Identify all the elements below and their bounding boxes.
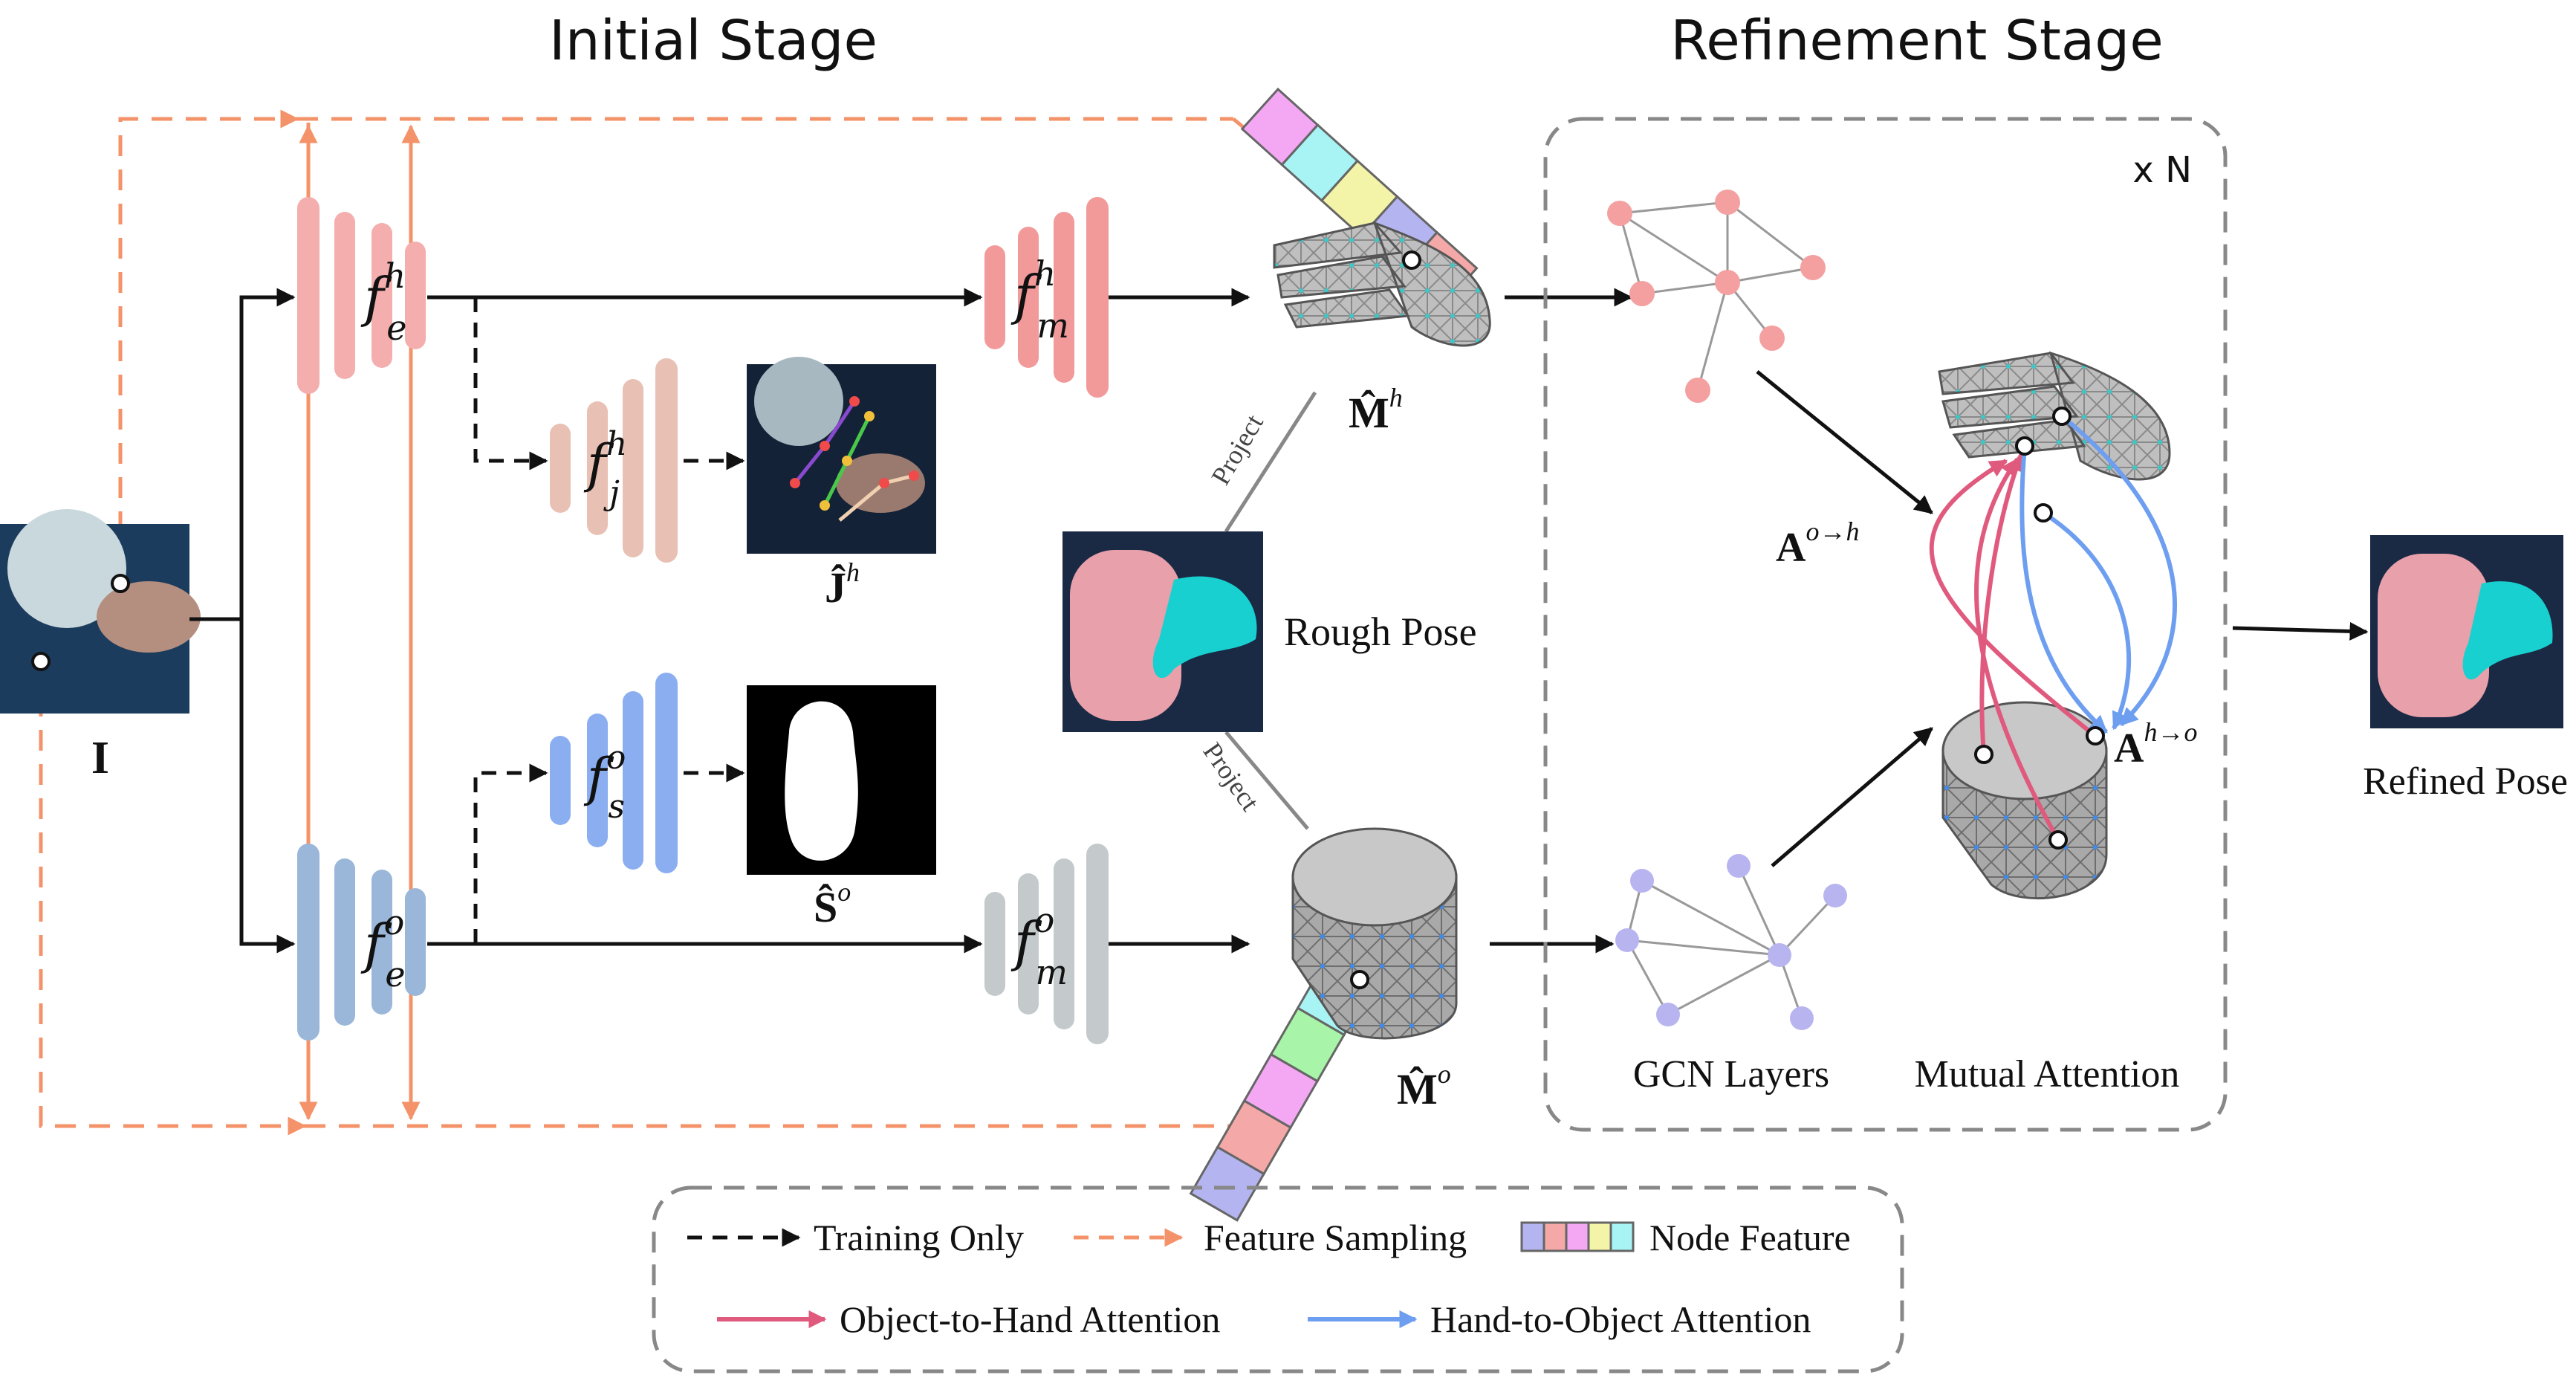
seg-output-label: Ŝo bbox=[814, 877, 851, 931]
gcn-layers-label: GCN Layers bbox=[1633, 1053, 1829, 1096]
legend-training-only: Training Only bbox=[814, 1217, 1024, 1258]
refined-pose-image bbox=[2370, 535, 2563, 728]
object-to-hand-attention bbox=[1929, 453, 2097, 841]
joint-prediction-image bbox=[747, 357, 936, 554]
legend-feature-sampling: Feature Sampling bbox=[1204, 1217, 1467, 1258]
hand-graph bbox=[1607, 190, 1826, 403]
sample-point-object bbox=[31, 652, 51, 671]
project-line-bottom bbox=[1224, 731, 1309, 830]
legend-h2o: Hand-to-Object Attention bbox=[1430, 1298, 1811, 1340]
initial-stage-title: Initial Stage bbox=[549, 9, 877, 73]
segmentation-mask-image bbox=[747, 685, 936, 875]
project-label-bottom: Project bbox=[1197, 737, 1265, 816]
hand-to-object-attention bbox=[2019, 414, 2177, 734]
input-image-label: I bbox=[91, 733, 109, 783]
mutual-attention-label: Mutual Attention bbox=[1915, 1053, 2180, 1096]
object-encoder-block bbox=[297, 844, 426, 1041]
legend-node-feature-swatch bbox=[1520, 1221, 1635, 1252]
rough-pose-image bbox=[1062, 531, 1263, 732]
object-sample-point bbox=[1350, 970, 1369, 989]
training-only-paths bbox=[473, 297, 745, 944]
hand-mesh-output-label: M̂h bbox=[1349, 383, 1403, 437]
object-mesh-head-block bbox=[984, 844, 1109, 1044]
attention-o2h-label: Ao→h bbox=[1776, 517, 1859, 571]
object-mesh-output-label: M̂o bbox=[1397, 1059, 1451, 1113]
refinement-stage-box bbox=[1543, 117, 2228, 1132]
object-mesh-initial bbox=[1291, 827, 1458, 1040]
object-mesh-refined bbox=[1941, 701, 2108, 900]
repeat-count-label: x N bbox=[2132, 149, 2192, 191]
hand-mesh-initial bbox=[1273, 221, 1491, 347]
attention-points bbox=[1974, 407, 2105, 850]
attention-h2o-label: Ah→o bbox=[2114, 717, 2197, 771]
hand-mesh-head-block bbox=[984, 197, 1109, 398]
legend-o2h: Object-to-Hand Attention bbox=[840, 1298, 1220, 1340]
joint-head-block bbox=[550, 358, 678, 563]
legend-box bbox=[652, 1185, 1904, 1374]
project-line-top bbox=[1224, 391, 1317, 533]
rough-pose-label: Rough Pose bbox=[1284, 609, 1477, 654]
hand-encoder-block bbox=[297, 197, 426, 394]
sample-point-hand bbox=[111, 574, 130, 593]
refinement-stage-title: Refinement Stage bbox=[1670, 9, 2164, 73]
main-flow-lines bbox=[189, 288, 2369, 954]
seg-head-block bbox=[550, 673, 678, 873]
hand-sample-point bbox=[1402, 250, 1421, 270]
refined-pose-label: Refined Pose bbox=[2363, 760, 2568, 803]
input-image bbox=[0, 509, 201, 714]
joint-output-label: Ĵh bbox=[825, 557, 860, 612]
object-graph bbox=[1615, 854, 1847, 1030]
legend-node-feature: Node Feature bbox=[1649, 1217, 1851, 1258]
